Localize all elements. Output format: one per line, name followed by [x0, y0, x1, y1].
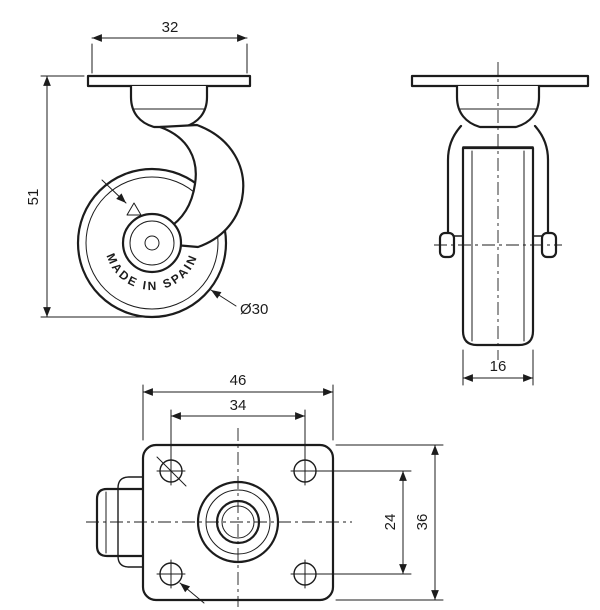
dimension-label: 32 — [162, 19, 179, 36]
front-wheel-outline — [461, 146, 535, 347]
top-wheel-outline — [95, 487, 152, 558]
dimension-24: 24 — [316, 470, 412, 575]
bolt-hole-bottom-right — [290, 559, 320, 589]
wheel-hub-inner — [129, 220, 175, 266]
dimension-label: 46 — [230, 372, 247, 389]
side-mounting-plate — [86, 74, 252, 88]
hole-leader-arrow — [179, 582, 205, 604]
wheel-tread-line — [85, 176, 219, 310]
bolt-hole-top-right — [290, 456, 320, 486]
dimension-51: 51 — [25, 75, 149, 318]
material-mark-leader-arrow — [101, 179, 127, 204]
dimension-label: 34 — [230, 397, 247, 414]
dimension-36: 36 — [335, 444, 444, 601]
dimension-34: 34 — [170, 397, 306, 459]
dimension-label: 16 — [490, 358, 507, 375]
front-mounting-plate — [410, 74, 590, 88]
leader-line — [210, 289, 237, 307]
bolt-hole-bottom-left — [156, 559, 205, 604]
dimension-label: 51 — [25, 189, 42, 206]
dimension-wheel-diameter: Ø30 — [210, 289, 268, 318]
dimension-32: 32 — [91, 19, 248, 74]
material-mark-triangle — [126, 202, 142, 216]
side-swivel-housing — [129, 84, 209, 129]
axle-center — [144, 235, 160, 251]
dimension-label: Ø30 — [240, 301, 268, 318]
front-view: 16 — [410, 62, 590, 386]
swivel-fork-arm — [150, 123, 245, 249]
dimension-46: 46 — [142, 372, 334, 441]
dimension-16: 16 — [462, 349, 534, 386]
side-view: MADE IN SPAIN 32 51 Ø30 — [25, 19, 268, 319]
fork-leg-right — [533, 124, 550, 238]
fork-leg-left — [446, 124, 463, 238]
hole-diagonal-mark — [156, 456, 187, 487]
top-view: 46 34 24 36 — [86, 372, 444, 607]
dimension-label: 24 — [382, 514, 399, 531]
wheel-hub-outer — [121, 212, 183, 274]
dimension-label: 36 — [414, 514, 431, 531]
bolt-hole-top-left — [156, 456, 187, 487]
